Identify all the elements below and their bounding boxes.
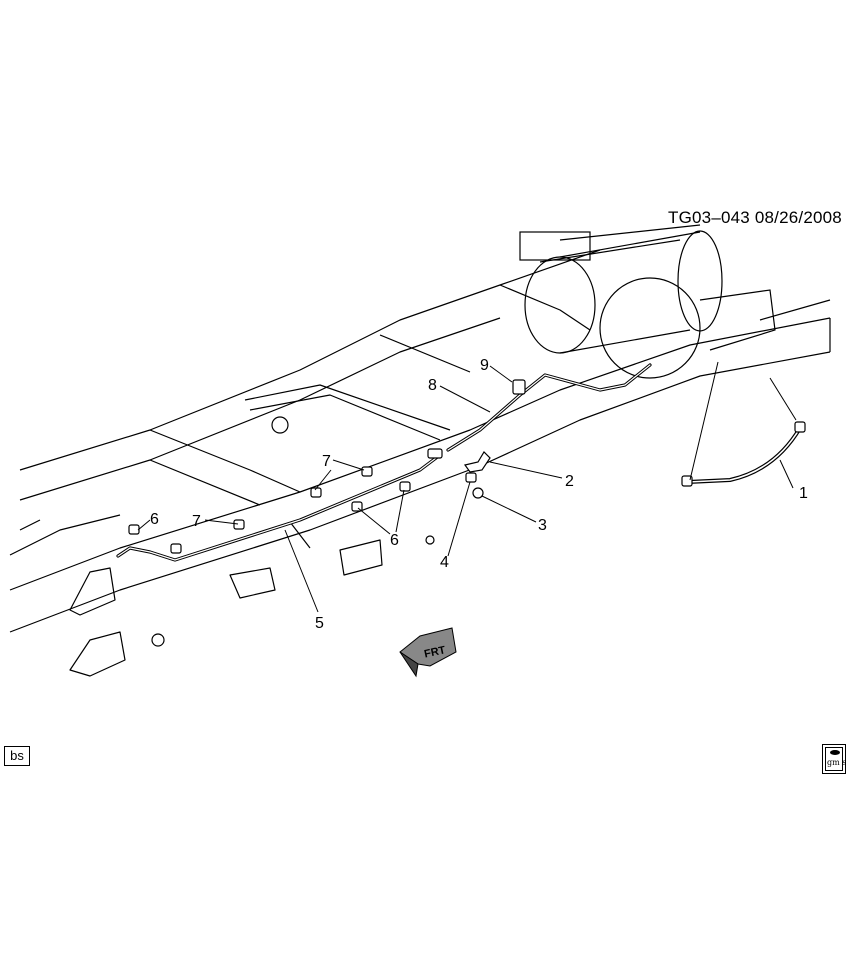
connector-5-8 — [427, 448, 443, 459]
gm-logo-oval — [830, 750, 840, 755]
callout-8: 8 — [428, 377, 437, 394]
diagram-reference-id: TG03–043 08/26/2008 — [668, 208, 842, 227]
clip-4 — [465, 472, 477, 483]
callout-2: 2 — [565, 473, 574, 490]
callout-4: 4 — [440, 554, 449, 571]
hose-1-fitting-front — [681, 475, 693, 487]
callout-1: 1 — [799, 485, 808, 502]
clip-9 — [512, 379, 526, 395]
clip-7a-front — [170, 543, 182, 554]
callout-6a: 6 — [150, 511, 159, 528]
callout-7b: 7 — [192, 513, 201, 530]
front-direction-arrow: FRT — [399, 627, 457, 678]
fuel-tanks — [519, 224, 831, 379]
callout-7a: 7 — [322, 453, 331, 470]
vehicle-frame — [9, 249, 831, 677]
hose-1-fitting-rear — [794, 421, 806, 433]
clips-and-fasteners — [128, 379, 806, 554]
callout-3: 3 — [538, 517, 547, 534]
bolt-3 — [472, 487, 484, 499]
callout-5: 5 — [315, 615, 324, 632]
clip-7b-rear — [361, 466, 373, 477]
fuel-line-8 — [446, 363, 652, 452]
clip-7a-rear — [233, 519, 245, 530]
callout-9: 9 — [480, 357, 489, 374]
callout-labels: 1 2 3 4 5 6 6 7 7 8 9 — [150, 357, 808, 632]
leader-lines — [137, 361, 797, 613]
nut-6c — [399, 481, 411, 492]
gm-logo-text: gm spo — [827, 758, 846, 767]
gm-spo-logo: gm spo — [822, 744, 846, 774]
front-arrow-label: FRT — [423, 644, 447, 660]
gm-logo-frame: gm spo — [825, 747, 846, 771]
gm-logo-text-line: gm spo — [827, 758, 846, 767]
fuel-hose-1 — [686, 426, 802, 484]
bracket-2 — [463, 451, 491, 473]
nut-6a — [128, 524, 140, 535]
callout-6b: 6 — [390, 532, 399, 549]
corner-label-box: bs — [4, 746, 30, 766]
